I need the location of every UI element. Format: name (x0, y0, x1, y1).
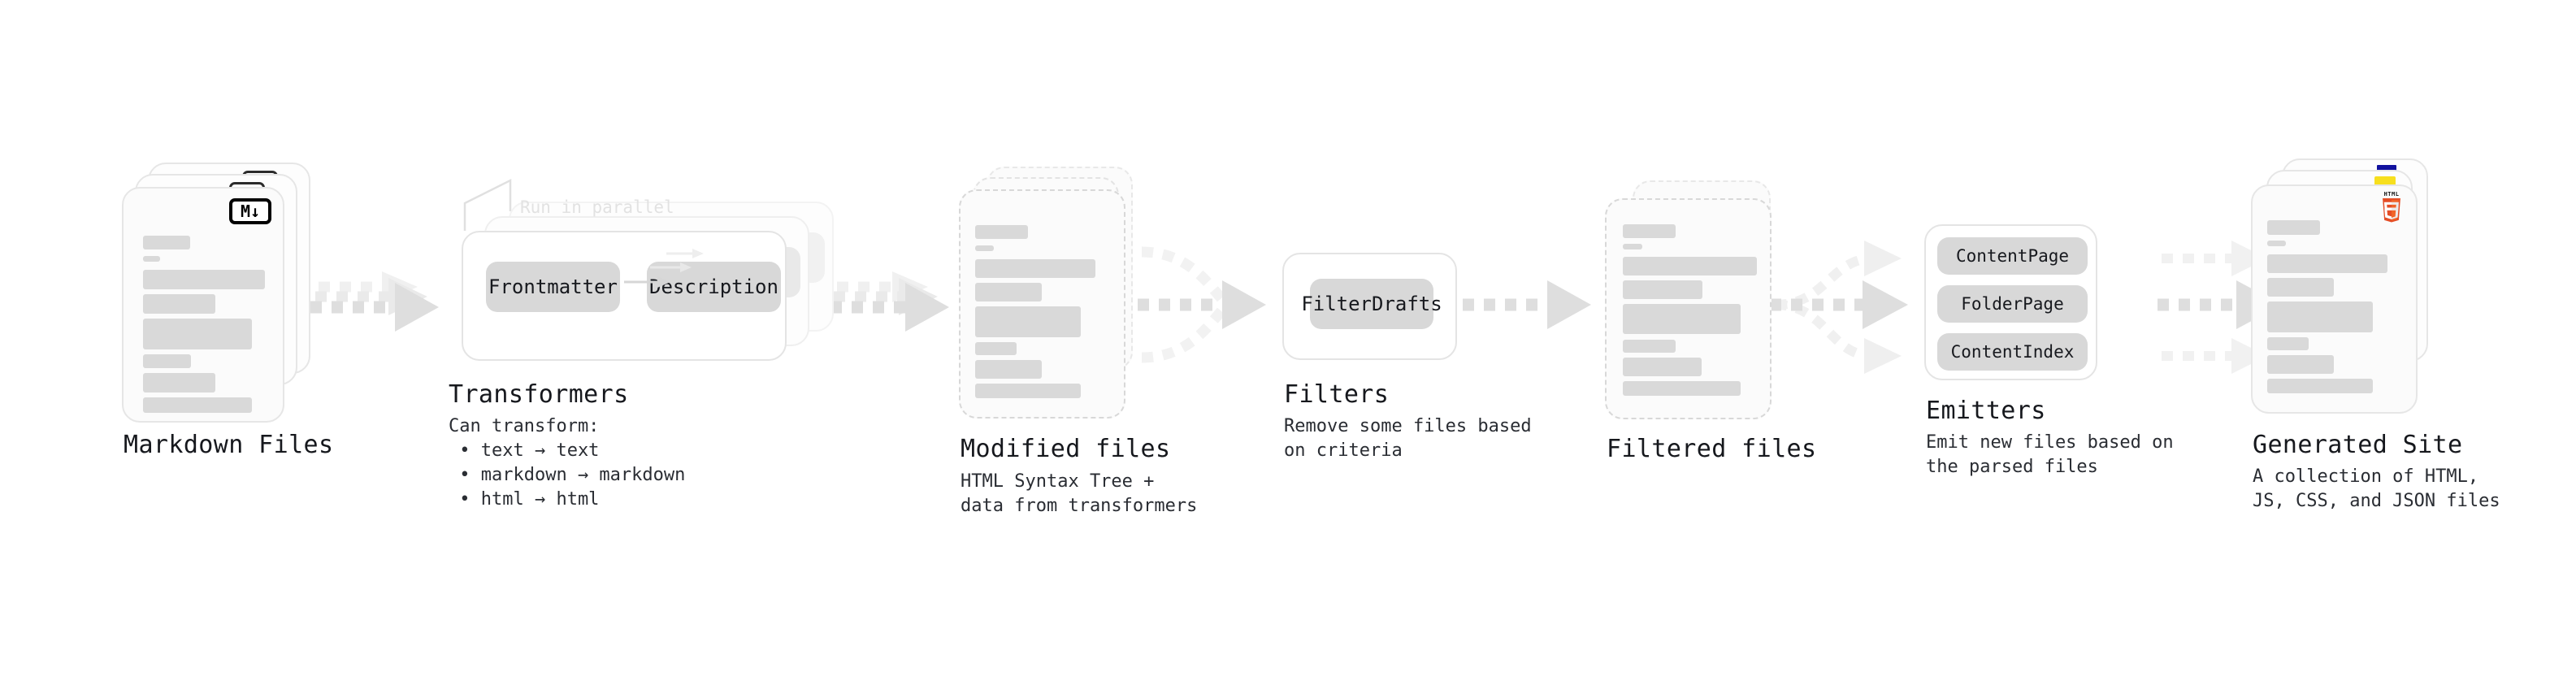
markdown-icon: M↓ (229, 198, 271, 224)
placeholder-bar (1623, 280, 1702, 299)
placeholder-bar (975, 306, 1081, 337)
arrow-filters-to-filtered (1463, 280, 1591, 329)
filtered-files-stack (1605, 180, 1808, 440)
placeholder-bar (2267, 337, 2309, 350)
placeholder-bar (975, 384, 1081, 398)
generated-card-front: HTML (2251, 184, 2418, 414)
generated-site-title: Generated Site (2253, 431, 2463, 459)
emitter-node-folderpage[interactable]: FolderPage (1937, 285, 2088, 323)
placeholder-bar (143, 354, 191, 368)
markdown-card-front: M↓ (122, 187, 284, 423)
placeholder-bar (1623, 257, 1757, 275)
filters-subtitle: Remove some files based on criteria (1284, 416, 1532, 461)
html5-icon: HTML (2379, 191, 2405, 223)
emitter-node-contentpage[interactable]: ContentPage (1937, 237, 2088, 275)
filter-node-filterdrafts[interactable]: FilterDrafts (1301, 279, 1442, 329)
placeholder-bar (975, 259, 1095, 278)
generated-site-subtitle: A collection of HTML, JS, CSS, and JSON … (2253, 466, 2500, 511)
placeholder-bar (975, 360, 1042, 379)
placeholder-bar (143, 256, 160, 262)
filters-title: Filters (1284, 380, 1390, 409)
placeholder-bar (2267, 254, 2387, 273)
placeholder-bar (1623, 224, 1676, 238)
emitters-subtitle: Emit new files based on the parsed files (1926, 432, 2174, 477)
placeholder-bar (143, 294, 215, 314)
modified-card-front (959, 189, 1125, 419)
arrow-markdown-to-transformers (310, 271, 439, 332)
placeholder-bar (2267, 241, 2286, 246)
modified-files-stack (959, 167, 1170, 435)
placeholder-bar (2267, 355, 2334, 374)
placeholder-bar (2267, 220, 2320, 235)
placeholder-bar (975, 283, 1042, 301)
modified-files-title: Modified files (961, 435, 1171, 463)
transformer-inner-arrows (624, 249, 704, 288)
placeholder-bar (2267, 278, 2334, 297)
placeholder-bar (975, 225, 1028, 239)
placeholder-bar (143, 270, 265, 289)
run-in-parallel-label: Run in parallel (520, 197, 674, 217)
placeholder-bar (143, 373, 215, 393)
emitters-title: Emitters (1926, 397, 2046, 425)
transformers-group: Frontmatter Description Frontmatter Desc… (447, 195, 853, 374)
transformer-panel-front: Frontmatter Description (462, 231, 787, 361)
placeholder-bar (1623, 304, 1741, 334)
filtered-files-title: Filtered files (1607, 435, 1817, 463)
transformers-subtitle: Can transform: • text → text • markdown … (449, 416, 686, 510)
placeholder-bar (975, 342, 1017, 355)
markdown-files-stack: M↓ M↓ M↓ (122, 163, 325, 423)
placeholder-bar (1623, 340, 1676, 353)
placeholder-bar (143, 319, 252, 349)
emitter-node-contentindex[interactable]: ContentIndex (1937, 333, 2088, 371)
generated-site-stack: HTML (2251, 158, 2470, 435)
transformers-title: Transformers (449, 380, 629, 409)
placeholder-bar (2267, 379, 2373, 393)
placeholder-bar (1623, 358, 1702, 376)
placeholder-bar (143, 236, 190, 249)
transformer-node-description[interactable]: Description (647, 262, 781, 312)
placeholder-bar (975, 245, 994, 251)
filtered-card-front (1605, 198, 1772, 419)
markdown-files-title: Markdown Files (124, 431, 334, 459)
transformer-node-frontmatter[interactable]: Frontmatter (486, 262, 620, 312)
placeholder-bar (143, 397, 252, 413)
placeholder-bar (2267, 301, 2373, 332)
placeholder-bar (1623, 244, 1642, 249)
placeholder-bar (1623, 381, 1741, 396)
emitters-panel: ContentPage FolderPage ContentIndex (1924, 224, 2097, 380)
filters-panel: FilterDrafts (1282, 253, 1457, 360)
modified-files-subtitle: HTML Syntax Tree + data from transformer… (961, 471, 1198, 516)
